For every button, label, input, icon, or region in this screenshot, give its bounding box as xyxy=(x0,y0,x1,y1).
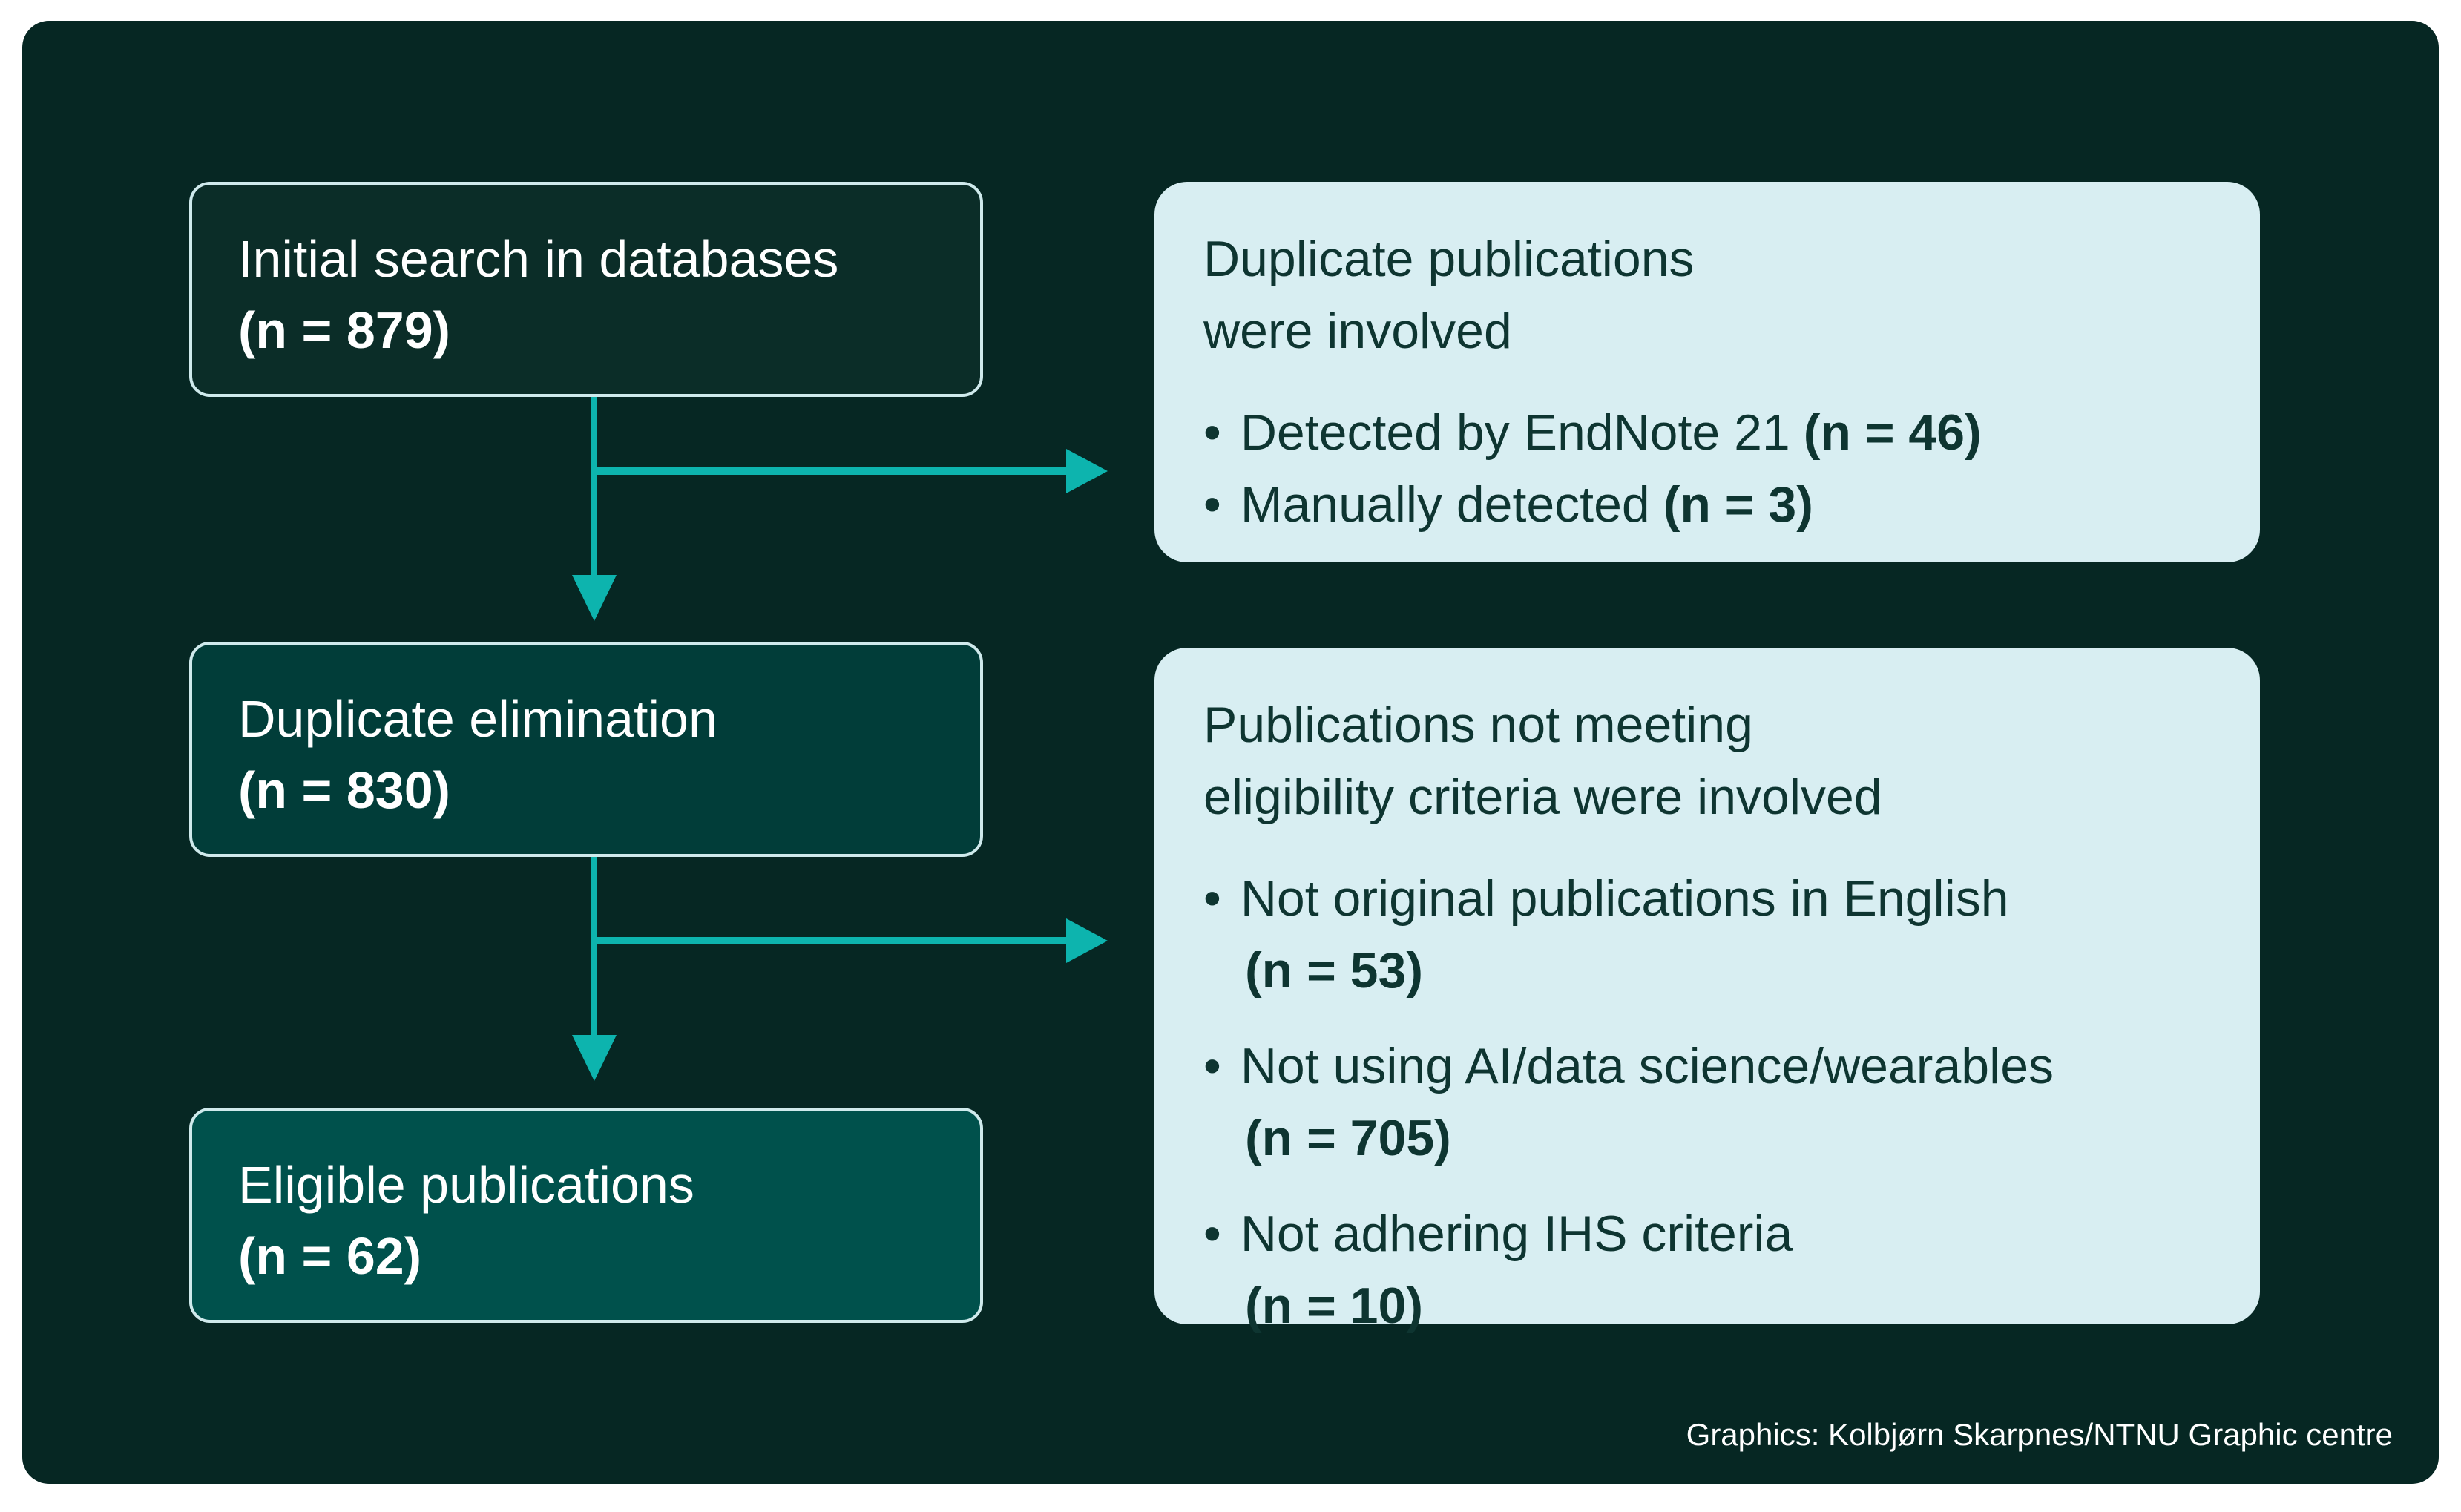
flow-box-duplicate-elimination: Duplicate elimination (n = 830) xyxy=(189,642,983,857)
bullet-text: Not original publications in English xyxy=(1240,870,2009,927)
bullet-dot: • xyxy=(1203,476,1221,533)
bullet-text: Manually detected xyxy=(1240,476,1650,533)
bullet-count: (n = 53) xyxy=(1245,942,1423,999)
bullet-text: Not adhering IHS criteria xyxy=(1240,1206,1793,1262)
arrow-right-icon-1 xyxy=(1066,449,1108,493)
flow-box-eligible-publications: Eligible publications (n = 62) xyxy=(189,1108,983,1323)
bullet-count: (n = 3) xyxy=(1663,476,1813,533)
side-box-eligibility-exclusions: Publications not meeting eligibility cri… xyxy=(1154,648,2260,1334)
side-box-heading-line: were involved xyxy=(1203,303,1512,359)
flow-box-title: Initial search in databases xyxy=(238,230,839,288)
bullet-item: • Detected by EndNote 21(n = 46) xyxy=(1203,397,2211,469)
side-box-heading: Duplicate publications were involved xyxy=(1203,223,2211,367)
side-box-heading-line: Duplicate publications xyxy=(1203,231,1695,287)
bullet-count: (n = 46) xyxy=(1803,404,1982,461)
side-box-heading-line: eligibility criteria were involved xyxy=(1203,769,1882,825)
bullet-text-line: • Not using AI/data science/wearables xyxy=(1203,1031,2211,1102)
bullet-text: Not using AI/data science/wearables xyxy=(1240,1038,2054,1094)
flow-box-title: Duplicate elimination xyxy=(238,690,717,748)
bullet-dot: • xyxy=(1203,404,1221,461)
bullet-item: • Not adhering IHS criteria (n = 10) xyxy=(1203,1198,2211,1342)
arrow-line-vertical-1 xyxy=(591,397,597,579)
arrow-line-vertical-2 xyxy=(591,857,597,1039)
bullet-count: (n = 705) xyxy=(1245,1110,1451,1166)
side-box-heading-line: Publications not meeting xyxy=(1203,697,1753,753)
arrow-down-icon-1 xyxy=(572,575,617,621)
side-box-bullet-list: • Not original publications in English (n… xyxy=(1203,863,2211,1342)
flow-box-count: (n = 830) xyxy=(238,761,450,819)
bullet-dot: • xyxy=(1203,870,1221,927)
arrow-down-icon-2 xyxy=(572,1035,617,1081)
bullet-item: • Manually detected(n = 3) xyxy=(1203,469,2211,541)
side-box-duplicates: Duplicate publications were involved • De… xyxy=(1154,182,2260,562)
diagram-panel: Initial search in databases (n = 879) Du… xyxy=(22,21,2439,1484)
bullet-dot: • xyxy=(1203,1038,1221,1094)
bullet-text-line: • Not original publications in English xyxy=(1203,863,2211,935)
flow-box-count: (n = 879) xyxy=(238,301,450,359)
arrow-right-icon-2 xyxy=(1066,918,1108,963)
flow-box-initial-search: Initial search in databases (n = 879) xyxy=(189,182,983,397)
bullet-item: • Not using AI/data science/wearables (n … xyxy=(1203,1031,2211,1174)
credit-text: Graphics: Kolbjørn Skarpnes/NTNU Graphic… xyxy=(1686,1417,2393,1452)
arrow-line-horizontal-2 xyxy=(594,937,1066,944)
side-box-heading: Publications not meeting eligibility cri… xyxy=(1203,689,2211,833)
bullet-text-line: • Not adhering IHS criteria xyxy=(1203,1198,2211,1270)
bullet-text: Detected by EndNote 21 xyxy=(1240,404,1790,461)
flow-box-title: Eligible publications xyxy=(238,1156,694,1214)
bullet-dot: • xyxy=(1203,1206,1221,1262)
arrow-line-horizontal-1 xyxy=(594,467,1066,475)
bullet-count: (n = 10) xyxy=(1245,1278,1423,1334)
bullet-item: • Not original publications in English (n… xyxy=(1203,863,2211,1007)
side-box-bullet-list: • Detected by EndNote 21(n = 46) • Manuall… xyxy=(1203,397,2211,541)
flow-box-count: (n = 62) xyxy=(238,1227,422,1285)
